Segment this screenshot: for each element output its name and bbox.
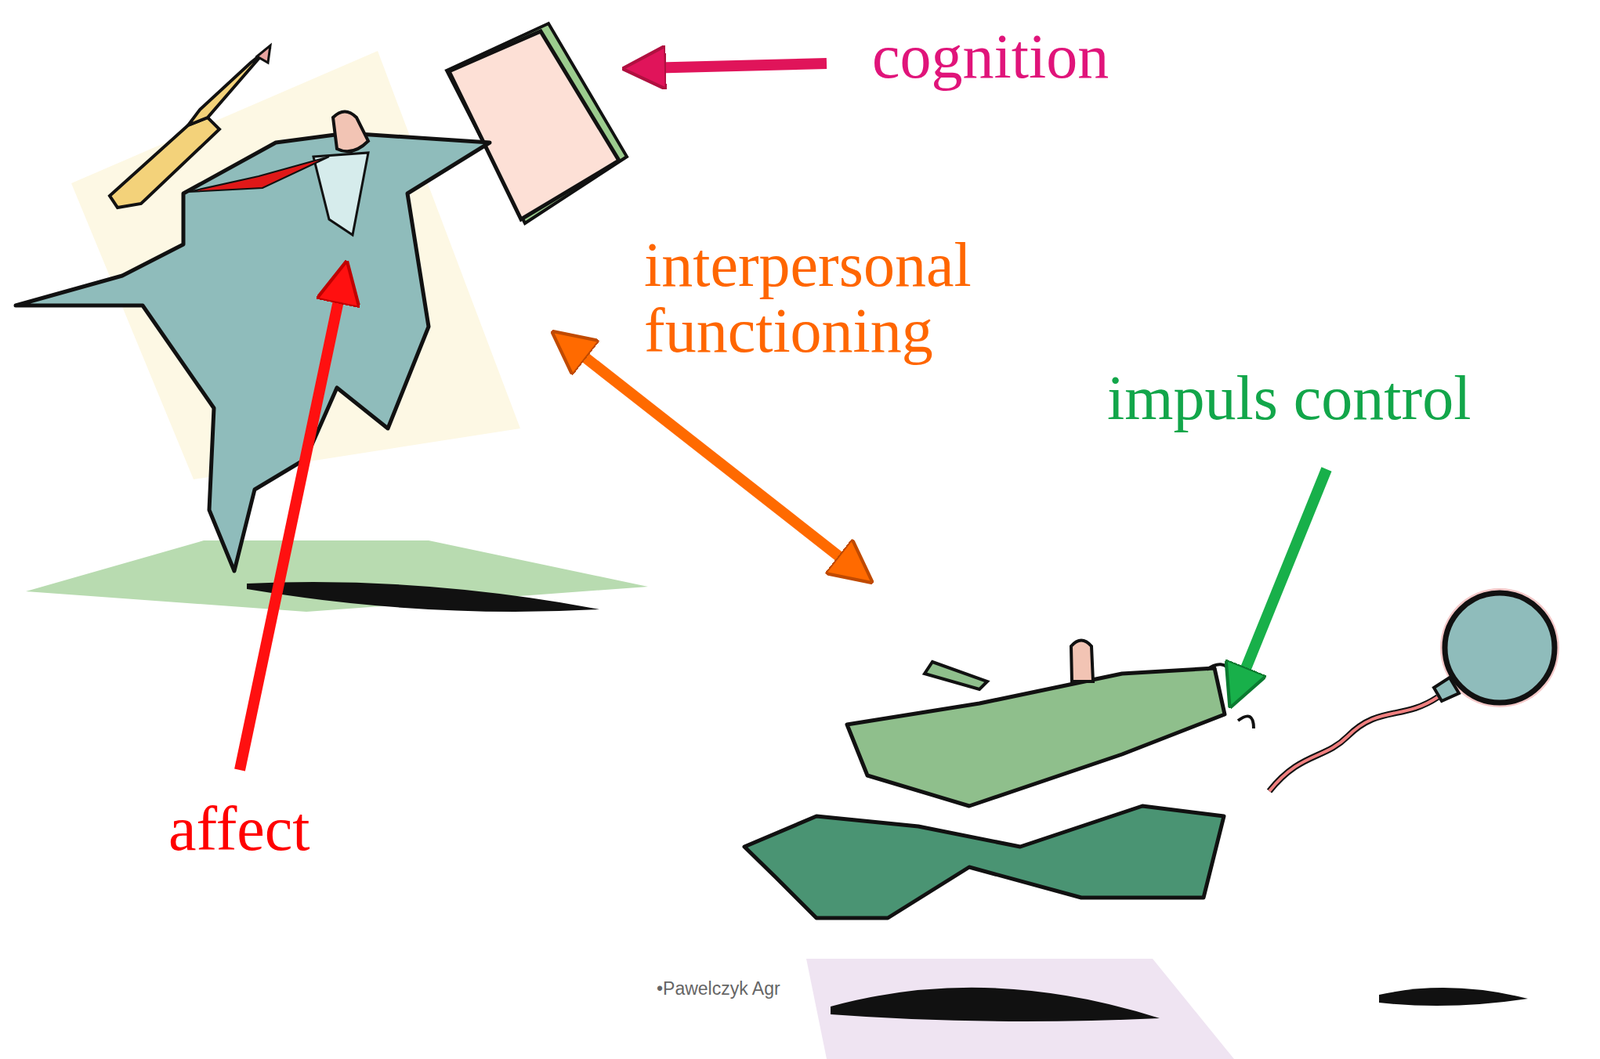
running-man bbox=[744, 588, 1560, 1059]
watermark: •Pawelczyk Agr bbox=[656, 979, 781, 999]
callout-label: cognition bbox=[872, 23, 1109, 90]
callout-label: impuls control bbox=[1107, 365, 1471, 431]
callout-label: interpersonal functioning bbox=[644, 231, 1068, 364]
pointer-arrow bbox=[239, 282, 343, 771]
double-arrow bbox=[568, 344, 856, 570]
callout-label: affect bbox=[168, 796, 311, 862]
pointer-arrow bbox=[1238, 469, 1327, 688]
pointer-arrow bbox=[644, 63, 827, 69]
